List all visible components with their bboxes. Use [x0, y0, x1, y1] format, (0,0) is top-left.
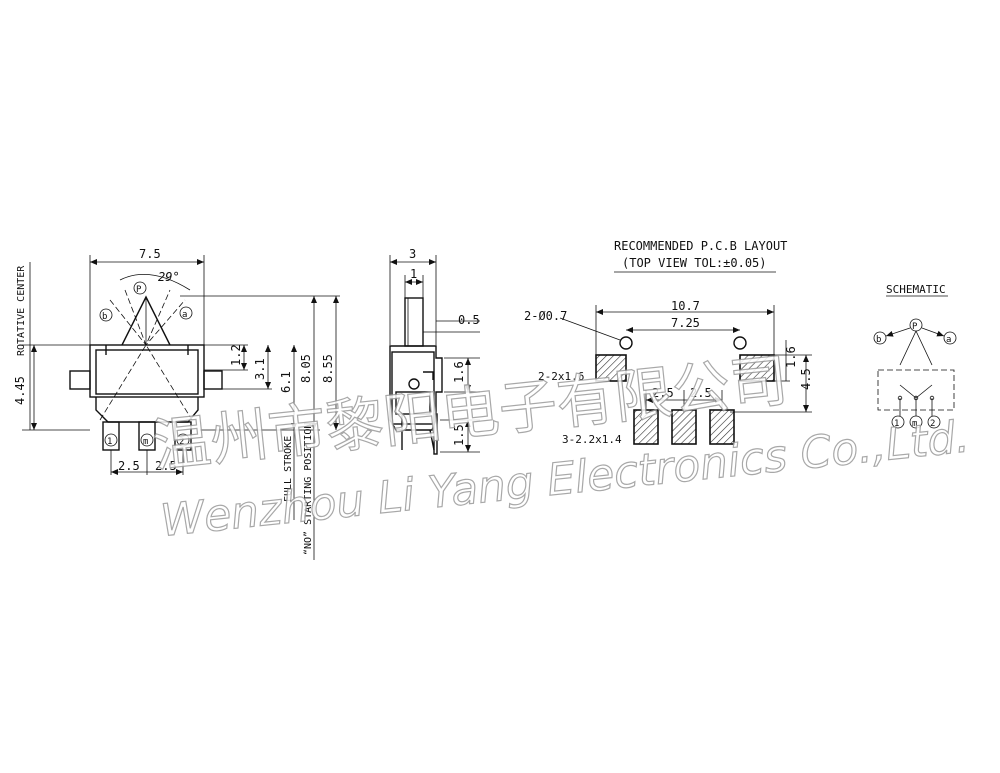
height-4-45-label: 4.45 [13, 376, 27, 405]
dim-3-1-label: 3.1 [253, 358, 267, 380]
lever-a-label: a [182, 310, 187, 320]
dim-1-2-label: 1.2 [229, 344, 243, 366]
sch-common-label: m [912, 419, 917, 429]
pin-2-label: 2 [179, 437, 184, 447]
pad-3-2-2x1-4-label: 3-2.2x1.4 [562, 433, 622, 446]
pcb-pitch-2-label: 2.5 [690, 386, 712, 400]
pcb-pitch-1-label: 2.5 [652, 386, 674, 400]
dim-6-1-label: 6.1 [279, 371, 293, 393]
rotative-center-label: ROTATIVE CENTER [16, 265, 27, 356]
pcb-title: RECOMMENDED P.C.B LAYOUT [614, 239, 787, 253]
side-dim-1-6-label: 1.6 [452, 361, 466, 383]
angle-label: 29° [158, 270, 180, 284]
lever-b-label: b [102, 312, 107, 322]
schematic-title: SCHEMATIC [886, 283, 946, 296]
front-pitch-1-label: 2.5 [118, 459, 140, 473]
dim-8-55-label: 8.55 [321, 354, 335, 383]
pin-1-label: 1 [107, 437, 112, 447]
sch-2-label: 2 [930, 419, 935, 429]
dim-8-05-label: 8.05 [299, 354, 313, 383]
watermark: 温州市黎阳电子有限公司 Wenzhou Li Yang Electronics … [149, 345, 972, 547]
lever-p-label: P [136, 285, 142, 295]
pcb-7-25-label: 7.25 [671, 316, 700, 330]
pcb-subtitle: (TOP VIEW TOL:±0.05) [622, 256, 767, 270]
dim-0-5-label: 0.5 [458, 313, 480, 327]
pcb-4-5-label: 4.5 [799, 368, 813, 390]
hole-callout: 2-Ø0.7 [524, 309, 567, 323]
pin-common-label: m [143, 437, 148, 447]
sch-1-label: 1 [894, 419, 899, 429]
sch-p-label: P [912, 322, 918, 332]
pcb-1-6-label: 1.6 [784, 346, 798, 368]
sch-a-label: a [946, 335, 951, 345]
side-width-label: 3 [409, 247, 416, 261]
pad-2x1-6-label: 2-2x1.6 [538, 370, 584, 383]
front-view: 7.5 29° 1 m 2 P b a [13, 247, 340, 560]
no-start-label: “NO” STARTING POSITION [303, 423, 314, 555]
side-view: 3 1 0.5 1.6 1.5 [389, 247, 480, 455]
schematic: SCHEMATIC P b a 1 m 2 [873, 283, 957, 429]
pcb-layout: RECOMMENDED P.C.B LAYOUT (TOP VIEW TOL:±… [524, 239, 813, 446]
stem-width-label: 1 [410, 267, 417, 281]
front-pitch-2-label: 2.5 [155, 459, 177, 473]
sch-b-label: b [876, 335, 881, 345]
pcb-10-7-label: 10.7 [671, 299, 700, 313]
front-width-label: 7.5 [139, 247, 161, 261]
full-stroke-label: FULL STROKE [283, 436, 294, 502]
side-dim-1-5-label: 1.5 [452, 424, 466, 446]
